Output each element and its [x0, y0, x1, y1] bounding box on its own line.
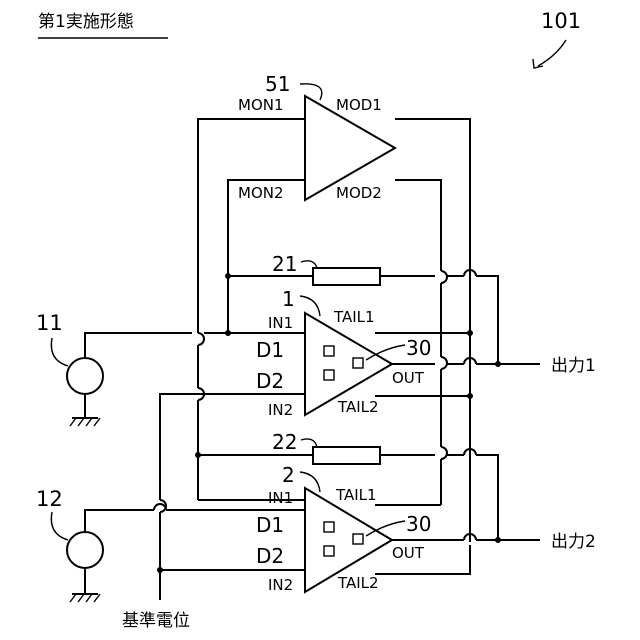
figure-ref-leader — [538, 40, 566, 66]
jumper-arc — [441, 357, 447, 369]
figure-title: 第1実施形態 — [38, 12, 134, 32]
amp1-out-label: OUT — [392, 369, 425, 387]
amp2-d2-label: D2 — [256, 544, 284, 568]
amp1-in2-label: IN2 — [268, 401, 293, 419]
junction-dot — [467, 330, 473, 336]
source-12-label: 12 — [36, 487, 63, 511]
resistor-22 — [313, 447, 380, 464]
figure-ref-label: 101 — [541, 9, 581, 33]
source-12 — [67, 532, 103, 568]
amp2-d1-label: D1 — [256, 513, 284, 537]
jumper-arc — [441, 447, 447, 459]
junction-dot — [495, 361, 501, 367]
amp2-tail2-label: TAIL2 — [337, 574, 379, 592]
resistor-22-leader — [301, 439, 317, 447]
amp1-ref-label: 1 — [282, 287, 295, 311]
modulator-mon2-label: MON2 — [238, 184, 284, 202]
amp1-in1-label: IN1 — [268, 314, 293, 332]
amp1-d2-pin — [324, 370, 334, 380]
amp1-ref-leader — [300, 296, 320, 316]
modulator-mon1-label: MON1 — [238, 96, 284, 114]
amp1-tail1-label: TAIL1 — [333, 308, 375, 326]
resistor-22-label: 22 — [272, 430, 297, 454]
jumper-arc — [441, 271, 447, 283]
amp1-d1-label: D1 — [256, 338, 284, 362]
amp1-30-label: 30 — [406, 336, 431, 360]
amp2-ref-label: 2 — [282, 463, 295, 487]
amp2-in2-label: IN2 — [268, 576, 293, 594]
junction-dot — [157, 567, 163, 573]
amp2-30-label: 30 — [406, 512, 431, 536]
amp2-d1-pin — [324, 522, 334, 532]
source-11-leader — [51, 338, 68, 366]
wire-source11-top — [85, 333, 192, 358]
amp1-30-pin — [353, 358, 363, 368]
modulator-mod2-label: MOD2 — [336, 184, 382, 202]
resistor-21-label: 21 — [272, 252, 297, 276]
resistor-21-leader — [301, 261, 317, 268]
source-11-label: 11 — [36, 311, 63, 335]
amp2-d2-pin — [324, 546, 334, 556]
junction-dot — [495, 537, 501, 543]
junction-dot — [195, 452, 201, 458]
amp1-d1-pin — [324, 346, 334, 356]
wire-mod2-bus — [395, 180, 441, 271]
junction-dot — [467, 393, 473, 399]
ground-hatch — [70, 594, 100, 602]
wire-r22-to-out2 — [476, 455, 498, 540]
amp2-in1-label: IN1 — [268, 489, 293, 507]
reference-potential-label: 基準電位 — [122, 611, 190, 631]
wire-source12-top — [85, 510, 154, 522]
jumper-arc — [198, 333, 204, 345]
modulator-mod1-label: MOD1 — [336, 96, 382, 114]
amp2-ref-leader — [300, 472, 320, 492]
ground-hatch — [70, 418, 100, 426]
wire-r21-to-out1 — [476, 276, 498, 364]
source-12-leader — [51, 512, 68, 540]
output-1-label: 出力1 — [551, 356, 596, 376]
resistor-21 — [313, 268, 380, 285]
wire-mod1-bus — [395, 119, 470, 533]
output-2-label: 出力2 — [551, 532, 596, 552]
amp1-d2-label: D2 — [256, 369, 284, 393]
modulator-ref-label: 51 — [265, 72, 290, 96]
amp2-30-pin — [353, 534, 363, 544]
amp2-out-label: OUT — [392, 544, 425, 562]
amp1-tail2-label: TAIL2 — [337, 398, 379, 416]
amp2-tail1-label: TAIL1 — [335, 486, 377, 504]
source-11 — [67, 358, 103, 394]
modulator-ref-leader — [300, 84, 322, 100]
